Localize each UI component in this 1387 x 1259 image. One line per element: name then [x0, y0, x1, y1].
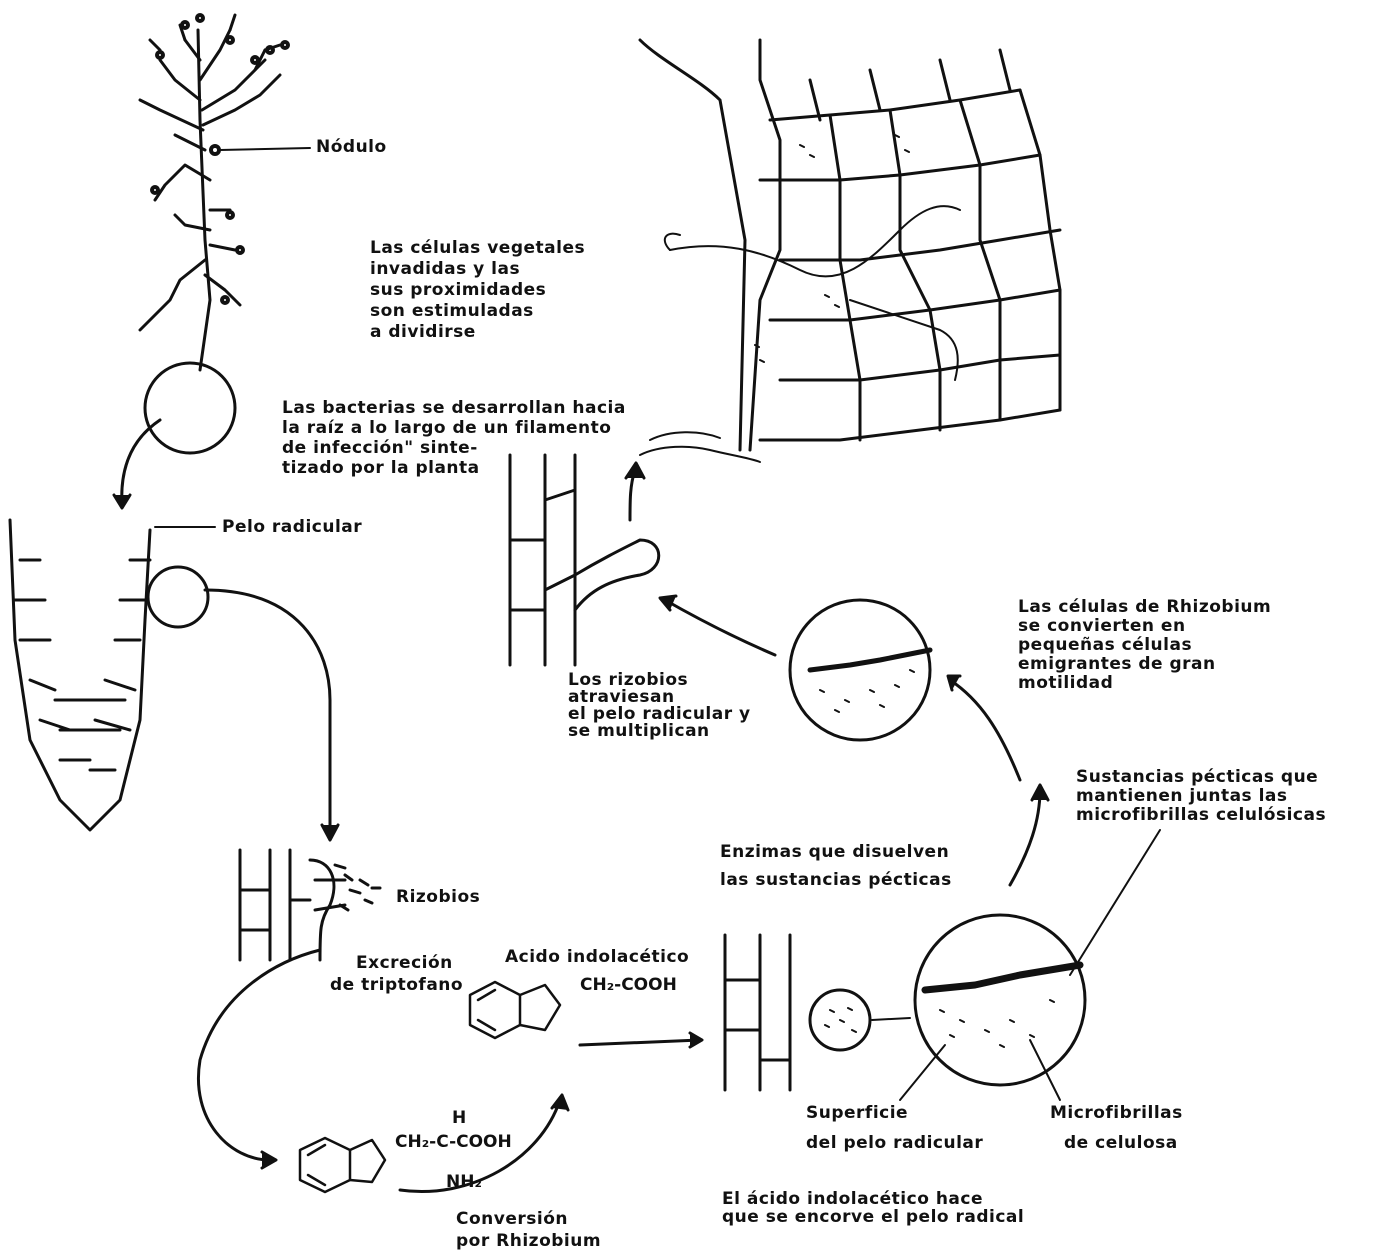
rizobios-label: Rizobios [396, 888, 480, 907]
enzimas-label: Enzimas que disuelven las sustancias péc… [720, 838, 952, 894]
trp-indole-ring [300, 1138, 385, 1192]
superficie-pointer [900, 1045, 945, 1100]
root-tip [10, 520, 150, 830]
trp-nh2: NH₂ [446, 1172, 482, 1192]
root-hair-zoom-circle [148, 567, 208, 627]
trp-h: H [452, 1108, 466, 1128]
plant-root-system [140, 15, 280, 370]
superficie-label: Superficie del pelo radicular [806, 1098, 983, 1158]
hair-tip-dots [825, 1008, 856, 1032]
nodulo-pointer [220, 148, 310, 150]
pecticas-pointer [1070, 830, 1160, 975]
arrow-to-root-tip [122, 420, 160, 505]
arrow-rhizobium-from-right [950, 680, 1020, 780]
trp-chain-formula: CH₂-C-COOH [395, 1132, 512, 1152]
rhizobium-band [810, 650, 930, 670]
hair-cells-lower [725, 935, 790, 1090]
microfibrillas-label: Microfibrillas de celulosa [1050, 1098, 1183, 1158]
arrow-rhizobium-to-hair [665, 600, 775, 655]
rizobios-dots [335, 865, 380, 910]
excrecion-label: Excreción de triptofano [330, 952, 463, 996]
infection-hair-cells [510, 455, 659, 665]
infection-thread [670, 206, 960, 380]
acido-indolacetico-label: Acido indolacético [505, 948, 689, 967]
pelo-radicular-label: Pelo radicular [222, 518, 362, 537]
iaa-group-formula: CH₂-COOH [580, 975, 677, 995]
rhizobium-dots [820, 670, 914, 712]
celulas-vegetales-label: Las células vegetales invadidas y las su… [370, 238, 585, 343]
root-tissue-block [640, 40, 1060, 450]
nodulo-label: Nódulo [316, 138, 387, 157]
arrow-excretion-to-trp [198, 950, 320, 1160]
root-zoom-circle [145, 363, 235, 453]
sustancias-pecticas-label: Sustancias pécticas que mantienen juntas… [1076, 768, 1326, 825]
rizobios-atraviesan-label: Los rizobios atraviesan el pelo radicula… [568, 672, 751, 740]
microfibril-dots [940, 1000, 1054, 1047]
conversion-label: Conversión por Rhizobium [456, 1208, 601, 1252]
microfibrillas-pointer [1030, 1040, 1060, 1100]
bacterias-label: Las bacterias se desarrollan hacia la ra… [282, 398, 626, 478]
iaa-indole-ring [470, 982, 560, 1038]
celulas-rhizobium-label: Las células de Rhizobium se convierten e… [1018, 598, 1271, 693]
root-hair-cells [240, 850, 334, 960]
arrow-enzimas-up [1010, 790, 1040, 885]
acido-encorva-label: El ácido indolacético hace que se encorv… [722, 1190, 1024, 1226]
microfibril-zoom-circle [915, 915, 1085, 1085]
arrow-root-hair-curve [205, 590, 330, 835]
microfibril-band [925, 965, 1080, 990]
tissue-dots [755, 135, 909, 362]
arrow-iaa-to-hair [580, 1040, 700, 1045]
nodule-dots [152, 15, 288, 303]
